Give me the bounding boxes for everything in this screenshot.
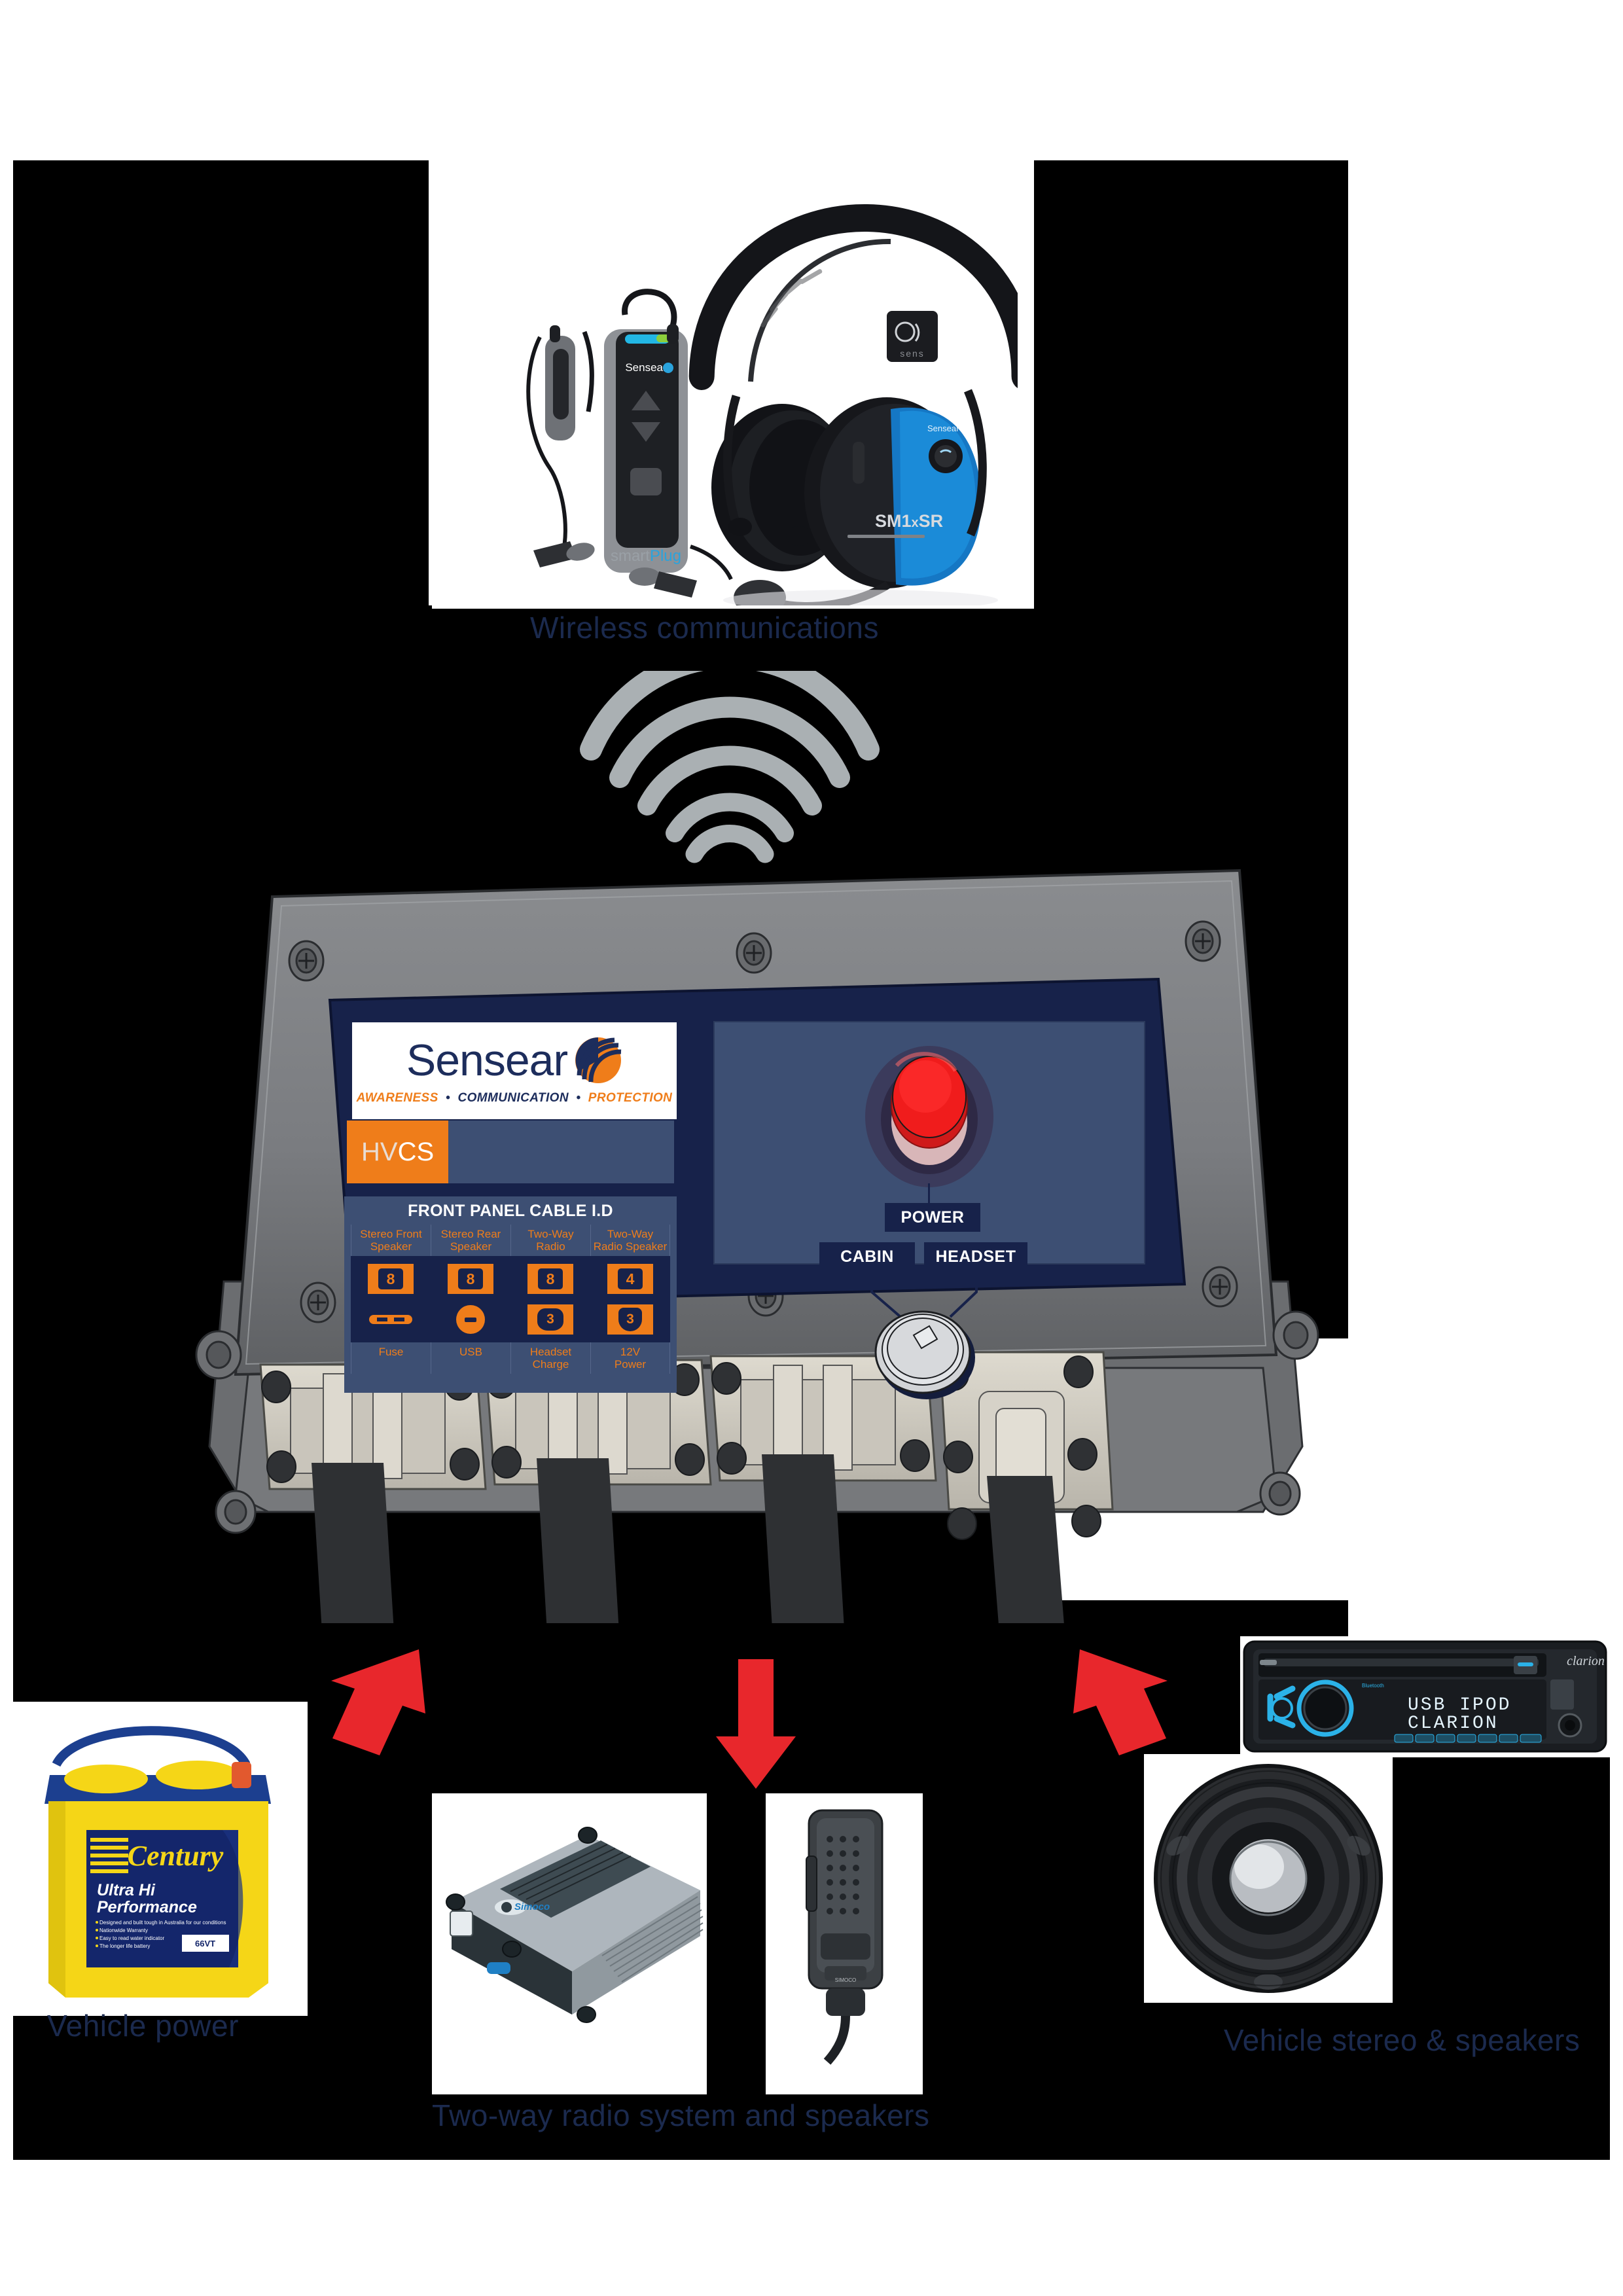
svg-text:Ultra Hi: Ultra Hi	[97, 1881, 156, 1899]
hvcs-control-unit: Sensear AWARENESS • COMMUNICATION • PROT…	[190, 857, 1322, 1658]
power-label: POWER	[885, 1203, 980, 1232]
sensear-tagline: AWARENESS • COMMUNICATION • PROTECTION	[356, 1091, 673, 1105]
svg-text:smartPlug: smartPlug	[611, 547, 681, 565]
svg-text:The longer life battery: The longer life battery	[99, 1943, 150, 1949]
cable-id-footer-cell: Headset Charge	[510, 1342, 590, 1374]
handheld-microphone-photo: SIMOCO	[766, 1793, 923, 2068]
sensear-globe-icon	[575, 1037, 622, 1083]
svg-text:Simoco: Simoco	[514, 1901, 550, 1912]
selector-knob-lines	[870, 1268, 978, 1318]
front-panel-cable-id-table: FRONT PANEL CABLE I.D Stereo Front Speak…	[344, 1196, 677, 1393]
svg-text:Designed and built tough in Au: Designed and built tough in Australia fo…	[99, 1920, 226, 1926]
caption-vehicle-power: Vehicle power	[47, 2009, 239, 2043]
arrow-to-vehicle-power	[294, 1643, 445, 1761]
fuse-icon	[369, 1315, 412, 1325]
svg-text:Sensear: Sensear	[625, 361, 667, 374]
cable-id-footers: Fuse USB Headset Charge 12V Power	[351, 1342, 670, 1374]
head-unit-display-line2: CLARION	[1408, 1713, 1499, 1734]
two-way-radio-unit-photo: Simoco	[432, 1793, 707, 2055]
pin-chip: 3	[607, 1304, 653, 1335]
vehicle-speaker-photo	[1144, 1754, 1393, 2003]
svg-text:Performance: Performance	[97, 1898, 197, 1916]
cable-id-pin-grid: 8 8 8 4 3 3	[351, 1256, 670, 1343]
car-stereo-head-unit-photo: clarion USB IPOD CLARION Bluetooth	[1240, 1636, 1610, 1757]
power-button[interactable]	[857, 1039, 1001, 1190]
caption-wireless-communications: Wireless communications	[530, 611, 879, 645]
svg-text:SM1xSR: SM1xSR	[875, 511, 943, 531]
sensear-headset-photo: Sensear smartPlug sens	[429, 160, 1018, 605]
backdrop-bottom-strip	[13, 1990, 432, 2160]
svg-text:sens: sens	[900, 348, 925, 359]
arrow-to-vehicle-stereo	[1054, 1643, 1204, 1761]
cabin-label: CABIN	[819, 1242, 915, 1271]
arrow-to-two-way-radio	[713, 1659, 798, 1790]
cable-id-footer-cell: 12V Power	[590, 1342, 670, 1374]
usb-icon	[456, 1305, 485, 1335]
cable-id-footer-cell: USB	[431, 1342, 510, 1374]
pin-chip: 3	[527, 1304, 573, 1335]
headset-illustration: Sensear smartPlug sens	[429, 160, 1018, 605]
svg-text:Easy to read water indicator: Easy to read water indicator	[99, 1935, 164, 1941]
pin-chip: 4	[607, 1264, 653, 1295]
cable-id-footer-cell: Fuse	[351, 1342, 431, 1374]
sensear-wordmark: Sensear	[406, 1035, 568, 1085]
svg-text:Century: Century	[128, 1840, 224, 1872]
cable-id-header-cell: Stereo Rear Speaker	[431, 1225, 510, 1257]
cable-id-headers: Stereo Front Speaker Stereo Rear Speaker…	[351, 1225, 670, 1257]
cable-id-title: FRONT PANEL CABLE I.D	[408, 1202, 613, 1220]
svg-text:Sensear: Sensear	[927, 423, 959, 433]
pin-chip: 8	[527, 1264, 573, 1295]
sensear-logo-plate: Sensear AWARENESS • COMMUNICATION • PROT…	[352, 1022, 677, 1119]
svg-text:Bluetooth: Bluetooth	[1362, 1683, 1384, 1689]
pin-chip: 8	[368, 1264, 414, 1295]
caption-vehicle-stereo: Vehicle stereo & speakers	[1224, 2023, 1580, 2057]
mode-selector-knob[interactable]	[870, 1304, 979, 1402]
headset-label: HEADSET	[924, 1242, 1027, 1271]
pin-chip: 8	[448, 1264, 493, 1295]
cable-id-header-cell: Two-Way Radio Speaker	[590, 1225, 670, 1257]
caption-two-way-radio: Two-way radio system and speakers	[432, 2098, 930, 2132]
svg-text:Nationwide Warranty: Nationwide Warranty	[99, 1928, 148, 1933]
backdrop-bottom-band	[432, 2094, 1348, 2160]
head-unit-display-line1: USB IPOD	[1408, 1695, 1511, 1715]
power-connector-line	[928, 1183, 930, 1204]
svg-text:clarion: clarion	[1567, 1654, 1605, 1668]
svg-text:SIMOCO: SIMOCO	[835, 1977, 856, 1983]
cable-id-header-cell: Stereo Front Speaker	[351, 1225, 431, 1257]
vehicle-battery-photo: Century Ultra Hi Performance Designed an…	[13, 1702, 308, 2016]
cable-id-header-cell: Two-Way Radio	[510, 1225, 590, 1257]
svg-text:66VT: 66VT	[195, 1939, 215, 1948]
